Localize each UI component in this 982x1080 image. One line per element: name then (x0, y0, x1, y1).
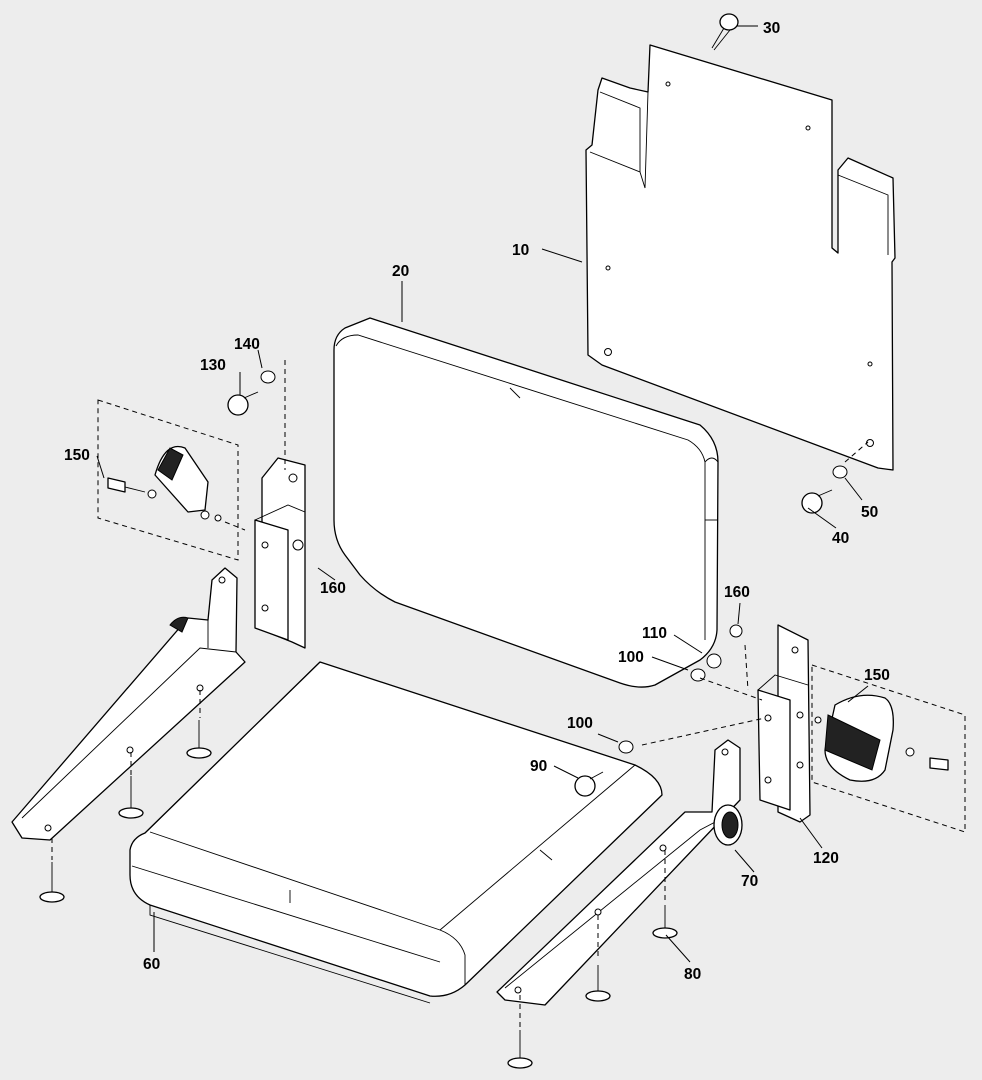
right-seat-bracket (496, 739, 743, 1006)
right-hinge-bracket (757, 624, 811, 823)
callout-30: 30 (763, 20, 780, 37)
callout-70: 70 (741, 873, 758, 890)
assembly-lines (51, 360, 966, 1028)
left-latch-part (107, 446, 222, 522)
callout-100-lower: 100 (567, 715, 593, 732)
callout-100-upper: 100 (618, 649, 644, 666)
callout-150-left: 150 (64, 447, 90, 464)
callout-20: 20 (392, 263, 409, 280)
seat-cushion-part (129, 661, 663, 1004)
callout-120: 120 (813, 850, 839, 867)
callout-60: 60 (143, 956, 160, 973)
left-hinge-bracket (254, 457, 306, 649)
callout-160-left: 160 (320, 580, 346, 597)
back-cushion-part (333, 317, 719, 688)
left-seat-bracket (11, 567, 246, 841)
callout-80: 80 (684, 966, 701, 983)
floor-pins (39, 720, 678, 1069)
callout-labels: 30 10 20 140 130 150 160 50 40 160 110 1… (64, 20, 890, 983)
callout-150-right: 150 (864, 667, 890, 684)
callout-160-right: 160 (724, 584, 750, 601)
callout-130: 130 (200, 357, 226, 374)
right-latch-part (814, 694, 949, 782)
callout-50: 50 (861, 504, 878, 521)
callout-90: 90 (530, 758, 547, 775)
back-plate-part (585, 44, 896, 471)
callout-10: 10 (512, 242, 529, 259)
callout-140: 140 (234, 336, 260, 353)
callout-40: 40 (832, 530, 849, 547)
callout-110: 110 (642, 625, 667, 642)
leader-lines (96, 25, 869, 963)
hardware-set (227, 13, 848, 797)
